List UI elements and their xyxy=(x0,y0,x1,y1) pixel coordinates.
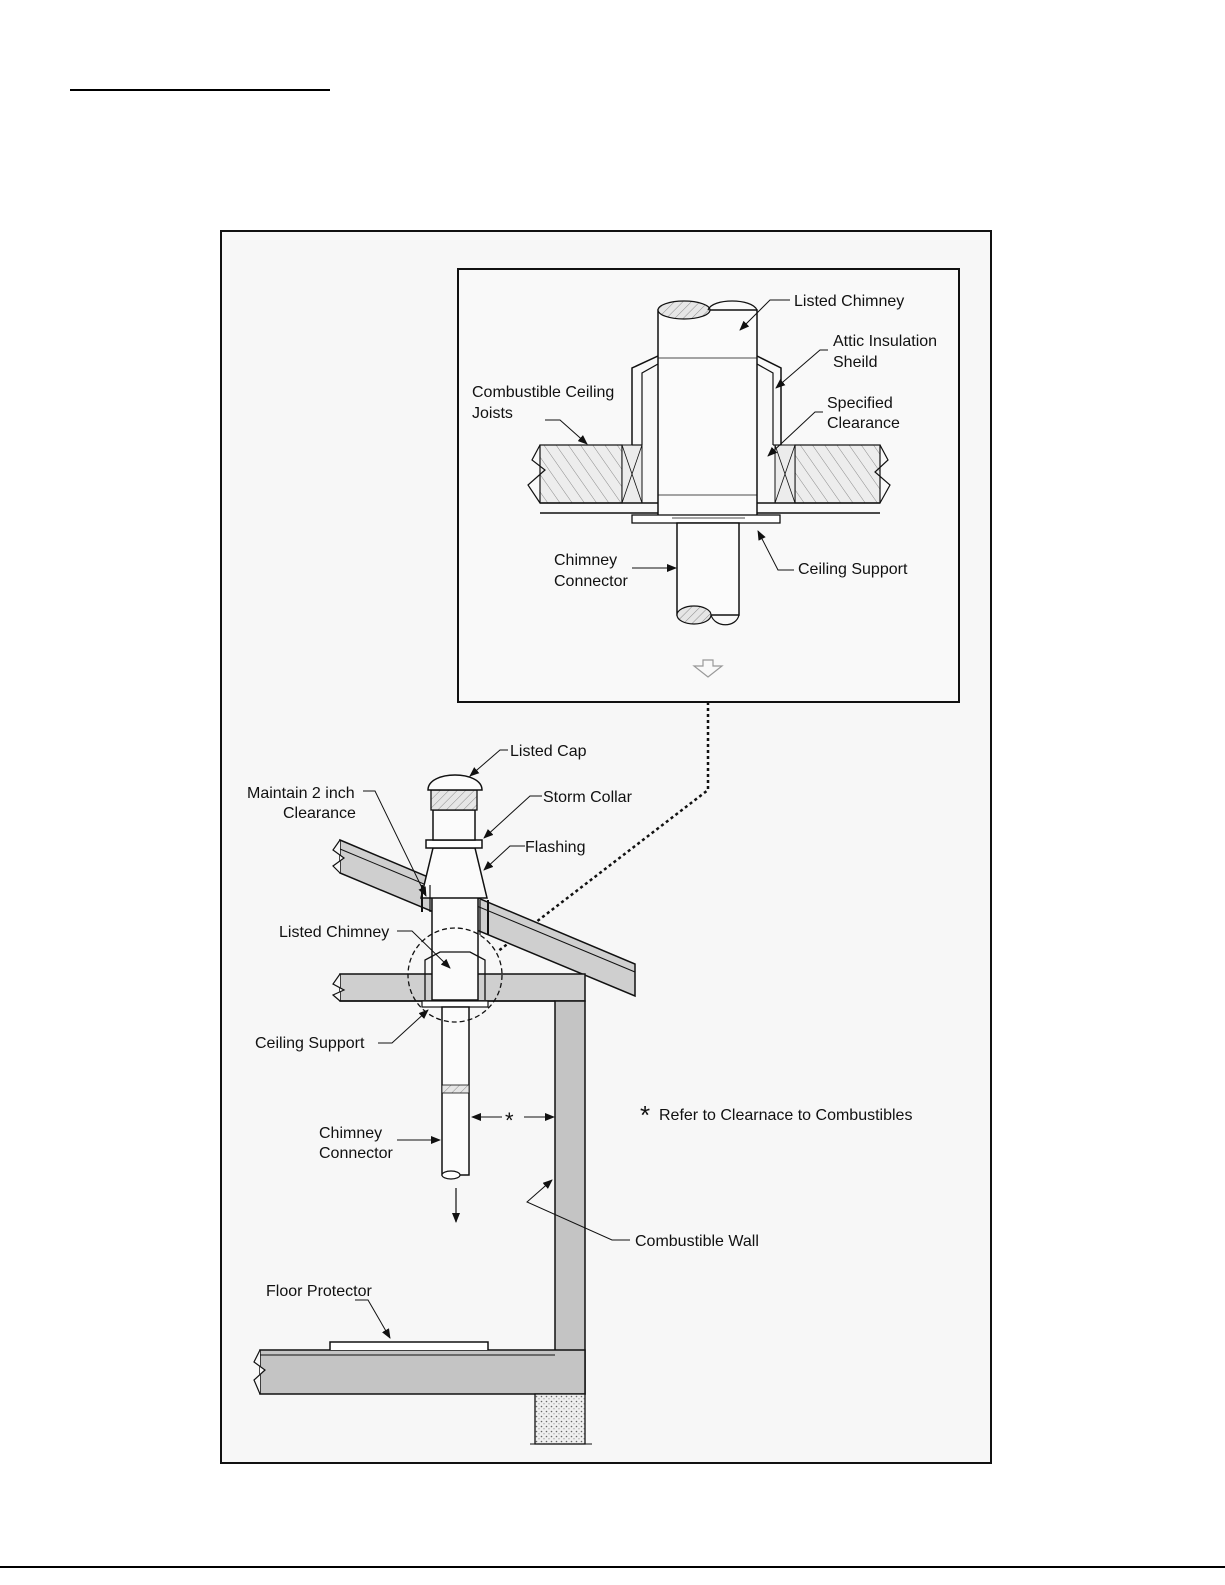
main-ceiling-support xyxy=(422,1001,488,1007)
floor-slab xyxy=(260,1350,585,1394)
label-main-listed-chimney: Listed Chimney xyxy=(279,924,389,941)
label-inset-ceiling-support: Ceiling Support xyxy=(798,561,908,578)
storm-collar xyxy=(426,840,482,848)
label-inset-connector-line1: Chimney xyxy=(554,552,617,569)
label-storm-collar: Storm Collar xyxy=(543,789,633,806)
foundation xyxy=(535,1394,585,1444)
label-inset-connector-line2: Connector xyxy=(554,573,628,590)
label-specified-clearance-line2: Clearance xyxy=(827,415,900,432)
note-text: Refer to Clearnace to Combustibles xyxy=(659,1107,912,1124)
footer-rule xyxy=(0,1566,1225,1568)
label-attic-insulation-line2: Sheild xyxy=(833,354,877,371)
label-main-ceiling-support: Ceiling Support xyxy=(255,1035,365,1052)
label-floor-protector: Floor Protector xyxy=(266,1283,372,1300)
clearance-star: * xyxy=(505,1108,514,1133)
inset-ceiling-support xyxy=(632,515,780,523)
label-combustible-joists-line2: Joists xyxy=(472,405,513,422)
flashing-cone xyxy=(421,848,487,898)
note-star: * xyxy=(640,1100,650,1130)
label-flashing: Flashing xyxy=(525,839,585,856)
label-inset-listed-chimney: Listed Chimney xyxy=(794,293,904,310)
label-attic-insulation-line1: Attic Insulation xyxy=(833,333,937,350)
cap-screen xyxy=(431,790,477,810)
label-combustible-wall: Combustible Wall xyxy=(635,1233,759,1250)
combustible-wall xyxy=(555,1001,585,1394)
label-maintain-clearance-line1: Maintain 2 inch xyxy=(247,785,355,802)
label-listed-cap: Listed Cap xyxy=(510,743,587,760)
inset-detail: Listed Chimney Attic Insulation Sheild C… xyxy=(458,269,959,702)
inset-connector-pipe xyxy=(677,523,739,615)
inset-joist-left xyxy=(540,445,622,503)
inset-chimney-pipe xyxy=(658,310,757,518)
label-main-connector-line2: Connector xyxy=(319,1145,393,1162)
label-maintain-clearance-line2: Clearance xyxy=(283,805,356,822)
label-main-connector-line1: Chimney xyxy=(319,1125,382,1142)
label-combustible-joists-line1: Combustible Ceiling xyxy=(472,384,614,401)
inset-joist-right xyxy=(795,445,880,503)
label-specified-clearance-line1: Specified xyxy=(827,395,893,412)
floor-protector xyxy=(330,1342,488,1350)
